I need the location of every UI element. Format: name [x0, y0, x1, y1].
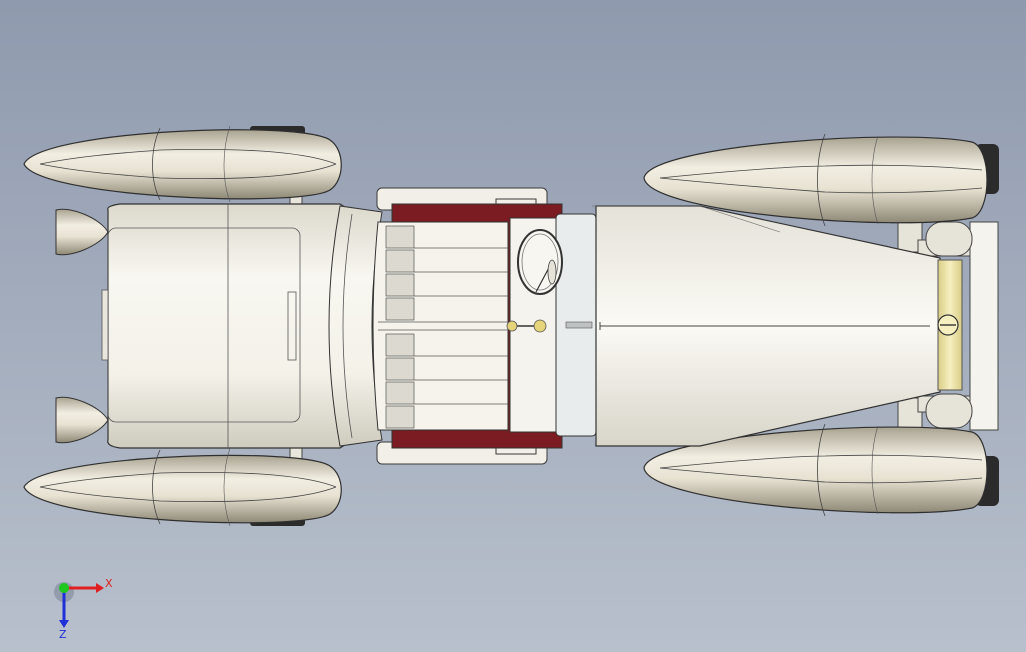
radiator-grille: [937, 259, 963, 391]
y-axis-indicator: [59, 583, 69, 593]
rear-right-wheel: [23, 447, 342, 527]
front-left-wheel: [643, 133, 988, 227]
x-axis-label: X: [105, 577, 113, 590]
tail-lights: [55, 208, 109, 444]
hood: [592, 205, 941, 447]
view-orientation-triad: X Z: [54, 577, 113, 640]
rear-body: [101, 203, 353, 449]
z-axis-arrow-head: [59, 620, 69, 628]
z-axis-label: Z: [59, 628, 67, 640]
front-suspension: [897, 221, 999, 431]
steering-wheel: [517, 229, 563, 295]
gear-controls: [506, 319, 547, 333]
seat-back: [328, 205, 383, 447]
seat-cushion: [372, 221, 509, 431]
x-axis-arrow-head: [96, 583, 104, 593]
front-right-wheel: [643, 423, 988, 517]
rear-left-wheel: [23, 125, 342, 203]
